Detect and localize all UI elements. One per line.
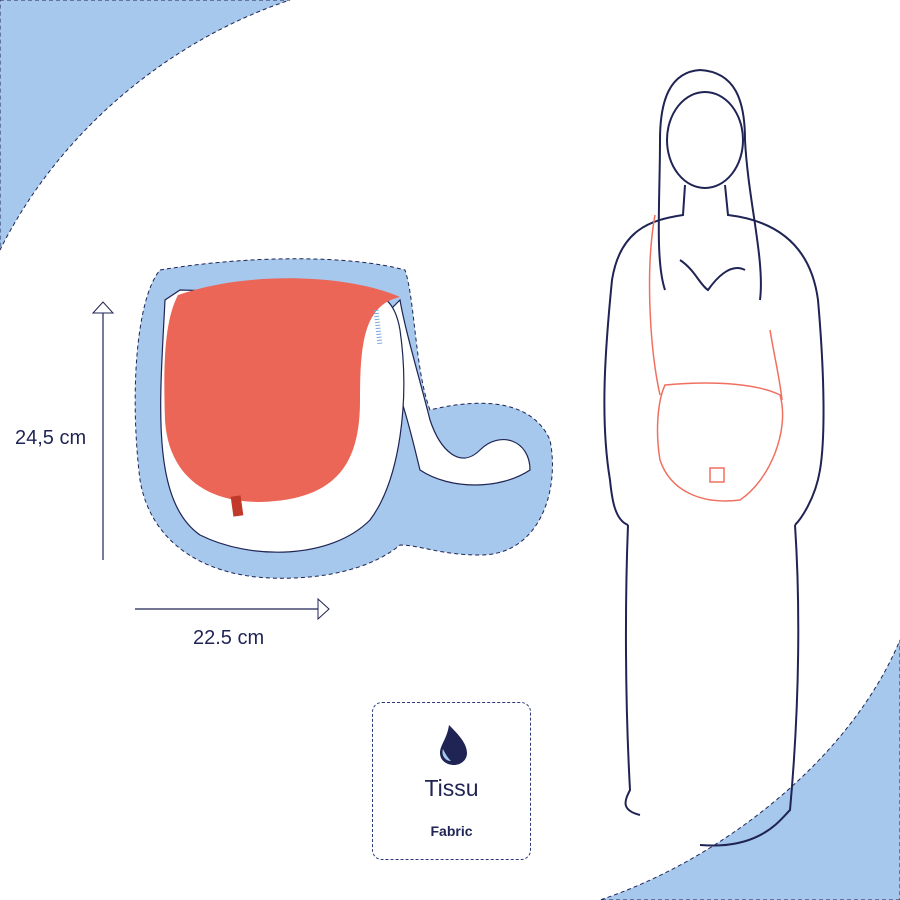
- worn-bag: [648, 214, 784, 502]
- woman-figure: [603, 69, 825, 847]
- width-arrow-head: [317, 597, 330, 621]
- material-card: Tissu Fabric: [372, 702, 531, 860]
- bag-strap: [369, 298, 531, 486]
- corner-blob-top-left: [0, 0, 291, 251]
- height-label: 24,5 cm: [15, 427, 87, 449]
- water-drop-icon: [440, 725, 467, 765]
- height-arrow-head: [91, 301, 115, 314]
- bag-clasp: [230, 495, 244, 517]
- corner-blob-bottom-right: [599, 639, 900, 900]
- bag-flap: [164, 278, 400, 502]
- material-subtitle: Fabric: [430, 823, 473, 839]
- material-title: Tissu: [424, 775, 479, 801]
- width-label: 22.5 cm: [193, 627, 265, 649]
